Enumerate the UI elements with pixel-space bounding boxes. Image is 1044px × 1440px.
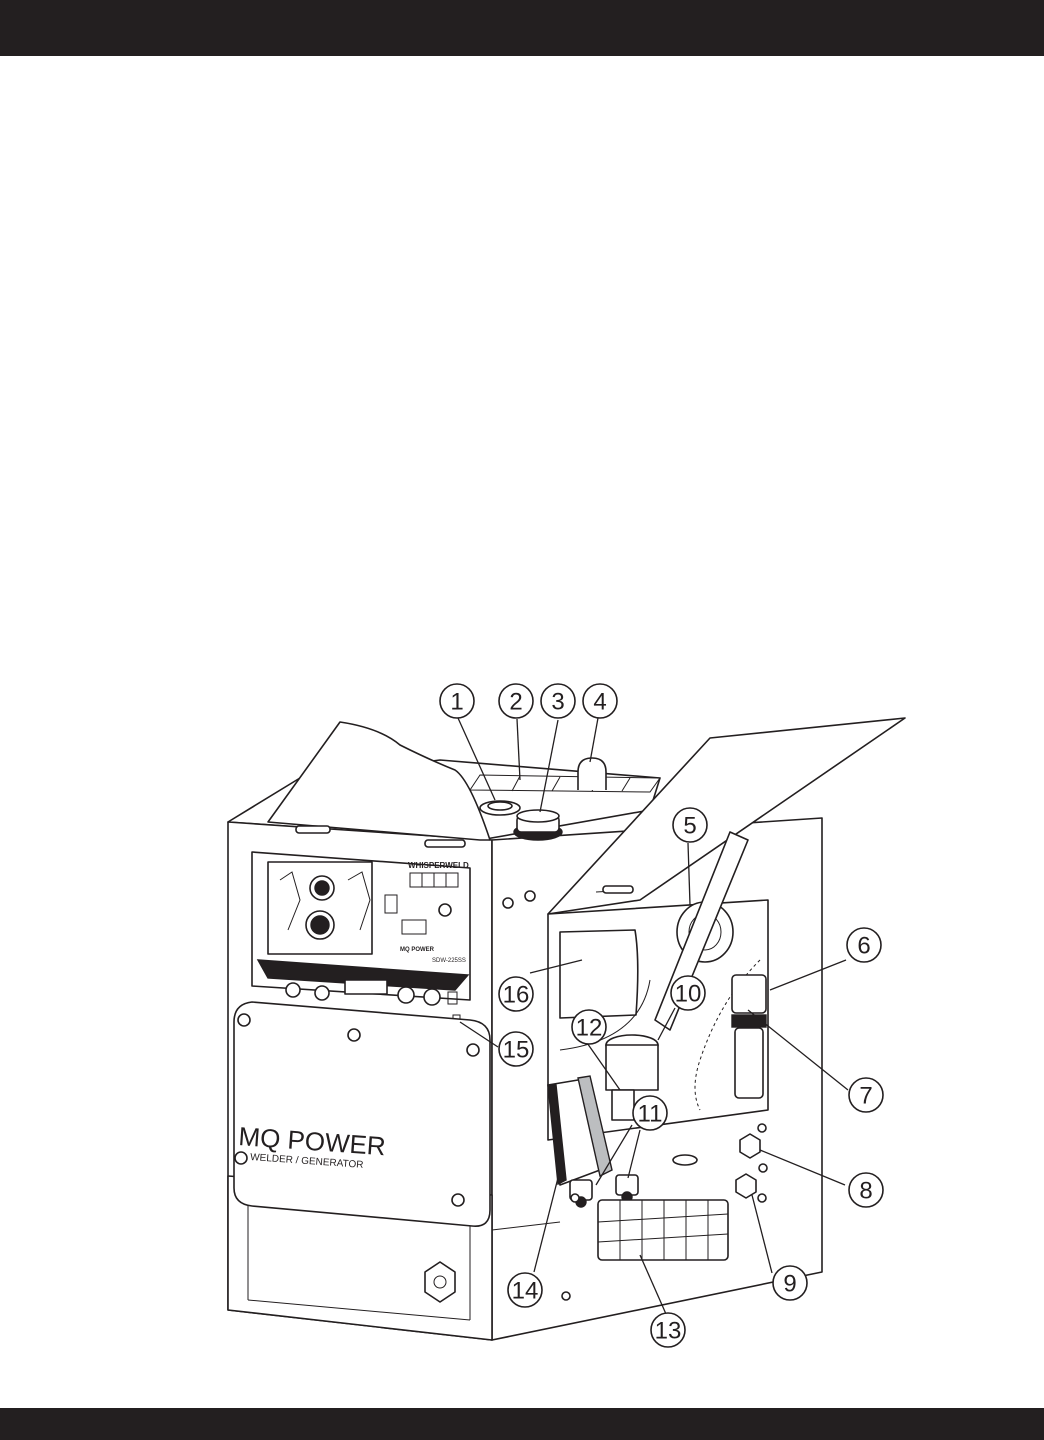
water-separator xyxy=(734,1027,764,1099)
left-lid-hinges xyxy=(295,825,466,848)
callout-10: 10 xyxy=(670,975,706,1011)
svg-text:16: 16 xyxy=(503,982,530,1009)
side-vents xyxy=(597,1199,729,1261)
svg-text:2: 2 xyxy=(509,689,522,716)
left-lid-cutaway xyxy=(267,721,491,841)
callout-13: 13 xyxy=(650,1312,686,1348)
front-access-door xyxy=(233,1001,491,1227)
callout-12: 12 xyxy=(571,1009,607,1045)
fuel-supply-fitting xyxy=(735,1173,757,1199)
leader-lines xyxy=(457,717,849,1315)
hour-meter xyxy=(401,919,427,935)
right-lid xyxy=(547,717,906,915)
svg-text:8: 8 xyxy=(859,1178,872,1205)
machine-illustration: WHISPERWELD MQ POWER SDW-225SS MQ P xyxy=(227,717,906,1341)
lifting-bail xyxy=(577,757,607,790)
oil-filter xyxy=(605,1044,659,1091)
svg-text:5: 5 xyxy=(683,813,696,840)
ground-stud xyxy=(672,1154,698,1166)
callout-2: 2 xyxy=(498,683,534,719)
callout-14: 14 xyxy=(507,1272,543,1308)
callout-5: 5 xyxy=(672,807,708,843)
drain-plug xyxy=(424,1261,456,1303)
svg-text:9: 9 xyxy=(783,1271,796,1298)
svg-text:10: 10 xyxy=(675,981,702,1008)
svg-text:7: 7 xyxy=(859,1083,872,1110)
coolant-tank xyxy=(559,929,639,1019)
svg-text:4: 4 xyxy=(593,689,606,716)
callout-3: 3 xyxy=(540,683,576,719)
panel-model: SDW-225SS xyxy=(432,958,466,964)
svg-text:11: 11 xyxy=(638,1101,663,1128)
callout-16: 16 xyxy=(498,976,534,1012)
fuel-filter xyxy=(731,974,767,1014)
callouts: 1 2 3 4 5 6 7 8 xyxy=(439,683,884,1348)
callout-7: 7 xyxy=(848,1077,884,1113)
svg-text:1: 1 xyxy=(450,689,463,716)
ignition-switch xyxy=(438,903,452,917)
right-lid-hinge xyxy=(602,885,634,894)
fuel-return-fitting xyxy=(739,1133,761,1159)
footer-bar xyxy=(0,1408,1044,1440)
svg-text:13: 13 xyxy=(655,1318,682,1345)
callout-6: 6 xyxy=(846,927,882,963)
svg-text:6: 6 xyxy=(857,933,870,960)
panel-brand: WHISPERWELD xyxy=(408,861,469,870)
callout-4: 4 xyxy=(582,683,618,719)
callout-8: 8 xyxy=(848,1172,884,1208)
side-bolts xyxy=(561,1123,768,1301)
callout-11: 11 xyxy=(632,1095,668,1131)
header-bar xyxy=(0,0,1044,56)
output-terminals xyxy=(285,979,461,1026)
callout-9: 9 xyxy=(772,1265,808,1301)
svg-text:12: 12 xyxy=(576,1015,603,1042)
panel-overhang xyxy=(256,959,470,991)
callout-15: 15 xyxy=(498,1031,534,1067)
callout-1: 1 xyxy=(439,683,475,719)
svg-text:14: 14 xyxy=(512,1278,539,1305)
svg-text:15: 15 xyxy=(503,1037,530,1064)
panel-maker: MQ POWER xyxy=(400,947,435,953)
svg-text:3: 3 xyxy=(551,689,564,716)
